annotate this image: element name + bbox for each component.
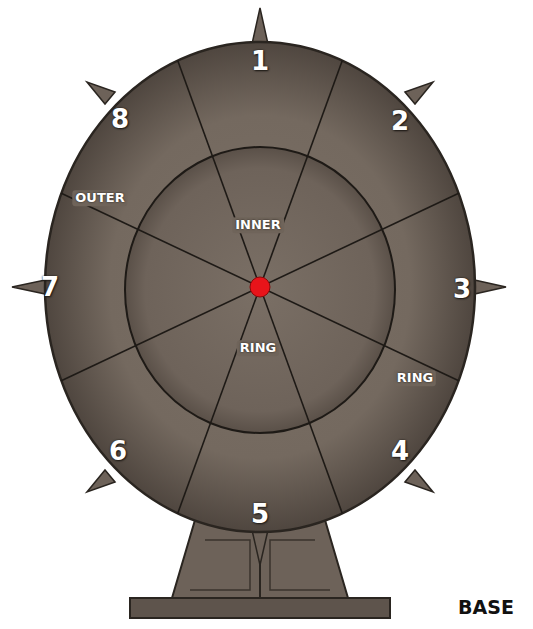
segment-number: 2 <box>391 108 409 135</box>
inner-ring <box>125 147 395 433</box>
part-label: BASE <box>458 598 514 618</box>
segment-number: 8 <box>111 106 129 133</box>
base-stand <box>130 520 390 618</box>
segment-number: 3 <box>453 276 471 303</box>
part-label: RING <box>394 370 436 386</box>
part-label: OUTER <box>72 190 127 206</box>
segment-number: 7 <box>41 274 59 301</box>
part-label: RING <box>237 340 279 356</box>
outer-ring <box>45 42 475 532</box>
center-pivot <box>250 277 270 297</box>
segment-number: 1 <box>251 48 269 75</box>
segment-number: 6 <box>109 438 127 465</box>
wheel-spike <box>12 8 506 565</box>
segment-divider <box>61 61 458 514</box>
segment-number: 5 <box>251 501 269 528</box>
part-label: INNER <box>232 217 284 233</box>
segment-number: 4 <box>391 438 409 465</box>
